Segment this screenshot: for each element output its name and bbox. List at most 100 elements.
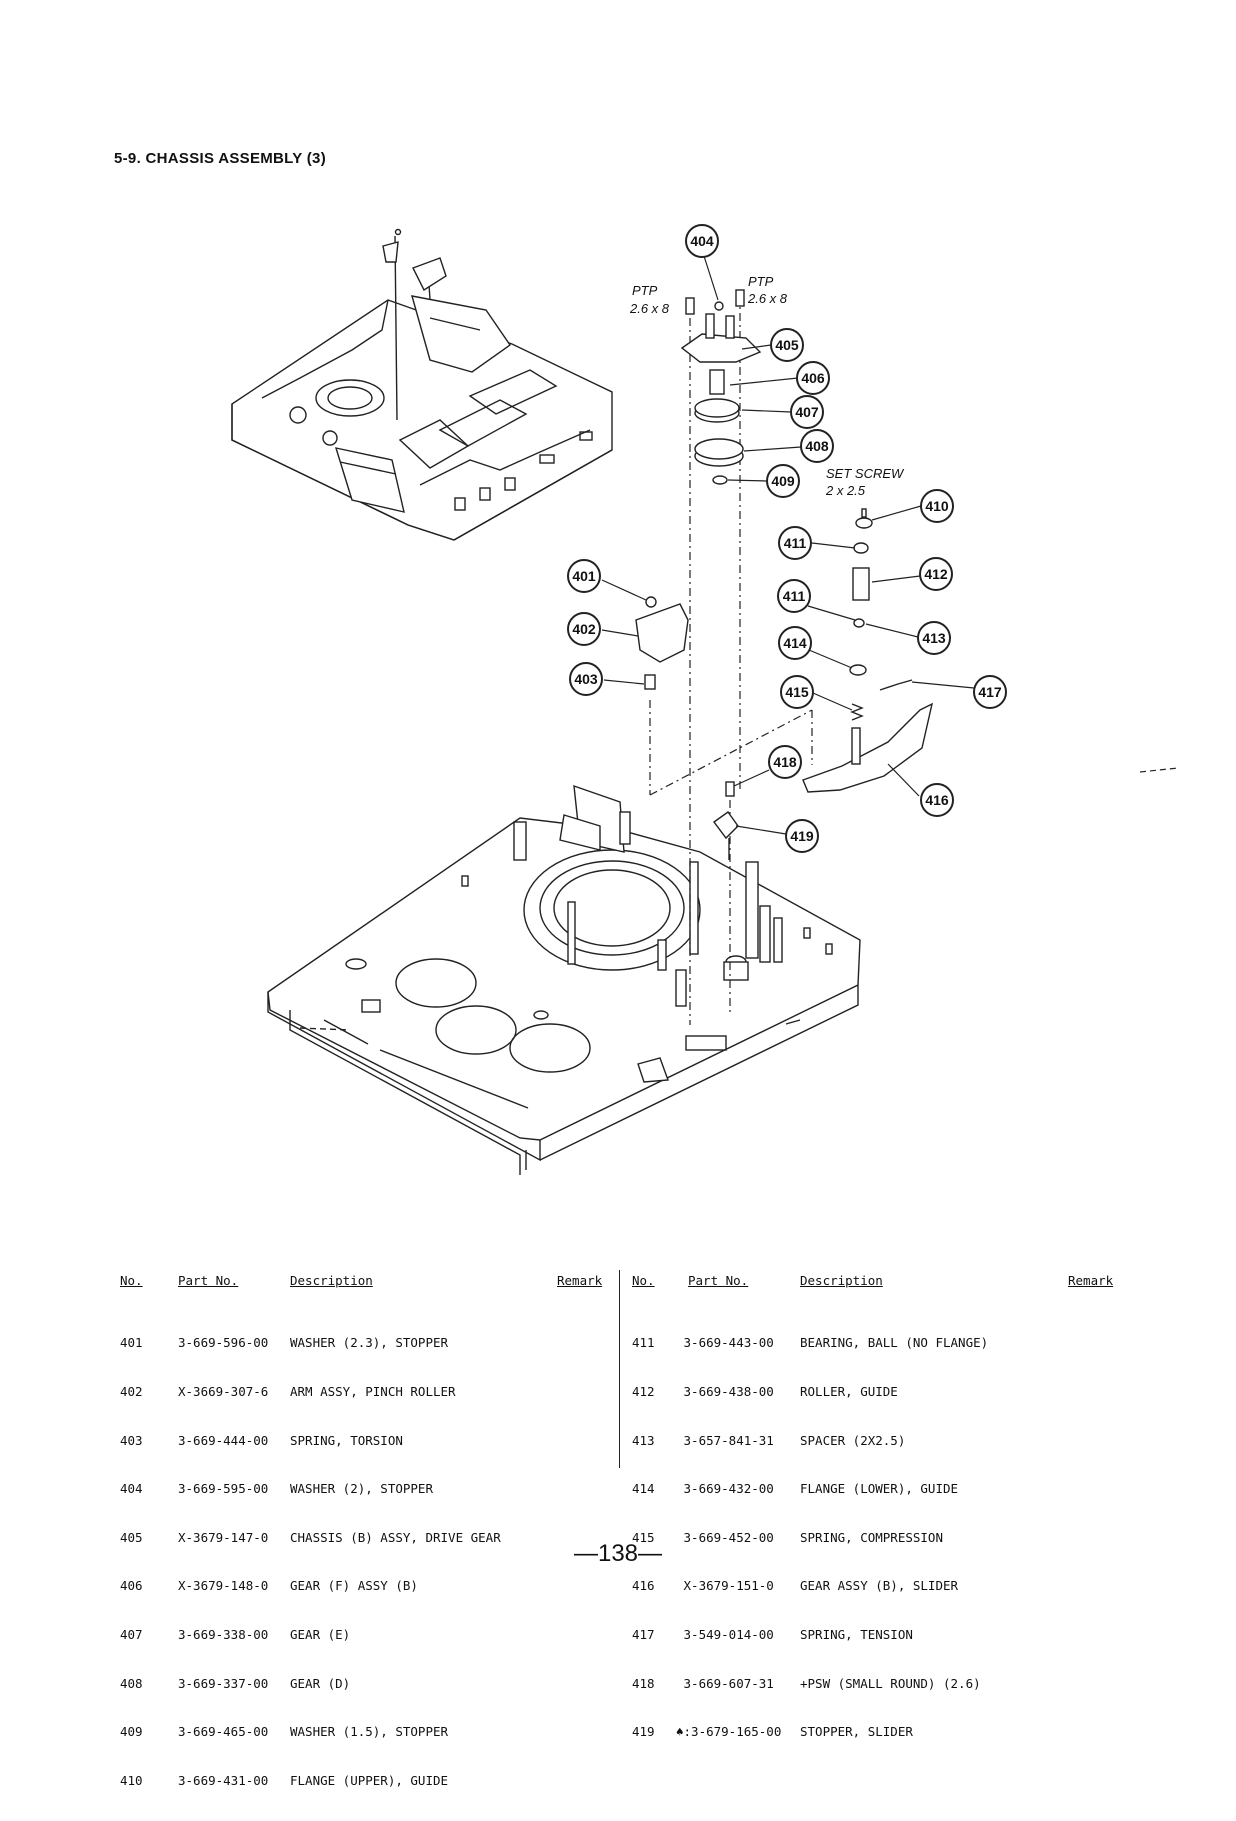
table-cell: 419 [632,1724,655,1740]
table-cell: 3-669-438-00 [676,1384,774,1399]
parts-list-left: No. Part No. Description Remark 401 402 … [120,1273,615,1788]
callout-label: 410 [925,498,949,514]
screw-notes: PTP 2.6 x 8 PTP 2.6 x 8 SET SCREW 2 x 2.… [629,274,905,498]
callout-label: 411 [783,588,806,604]
callout-label: 413 [922,630,946,646]
callout-label: 406 [801,370,825,386]
drive-gear-stack [635,289,934,860]
table-cell: 3-669-443-00 [676,1335,774,1351]
callout-label: 411 [784,535,807,551]
header-description: Description [290,1273,373,1288]
table-cell: WASHER (2.3), STOPPER [290,1335,449,1351]
table-cell: FLANGE (LOWER), GUIDE [800,1481,959,1497]
table-cell: SPRING, TORSION [290,1432,403,1448]
callout-circles: 404 405 406 407 408 409 410 411 412 411 … [567,224,1007,853]
table-cell: WASHER (1.5), STOPPER [290,1724,449,1740]
ptp-left-size: 2.6 x 8 [629,301,670,316]
table-cell: ♠:3-679-165-00 [676,1724,782,1740]
table-cell: 414 [632,1481,655,1497]
parts-list-right: No. Part No. Description Remark 411 412 … [632,1273,1132,1739]
ptp-left-label: PTP [632,283,658,298]
callout-417: 417 [973,675,1007,709]
header-part-no: Part No. [178,1273,239,1288]
table-cell: X-3679-147-0 [178,1529,269,1545]
header-remark: Remark [1068,1273,1114,1288]
table-cell: FLANGE (UPPER), GUIDE [290,1772,449,1788]
table-cell: 3-669-338-00 [178,1626,269,1642]
table-cell: 407 [120,1626,143,1642]
callout-411b: 411 [777,579,811,613]
table-cell: 417 [632,1626,655,1642]
table-cell: 418 [632,1675,655,1691]
callout-leaders [601,255,1179,835]
table-cell: 3-669-465-00 [178,1724,269,1740]
table-cell: 3-657-841-31 [676,1432,774,1448]
table-cell: X-3679-148-0 [178,1578,269,1594]
callout-403: 403 [569,662,603,696]
table-cell: 3-669-337-00 [178,1675,269,1691]
table-cell: 3-669-595-00 [178,1481,269,1497]
table-cell: 3-669-431-00 [178,1772,269,1788]
table-cell: BEARING, BALL (NO FLANGE) [800,1335,989,1351]
callout-414: 414 [778,626,812,660]
callout-label: 414 [783,635,807,651]
table-cell: 411 [632,1335,655,1351]
callout-406: 406 [796,361,830,395]
table-cell: 401 [120,1335,143,1351]
table-cell: GEAR (D) [290,1675,351,1691]
table-divider [619,1270,620,1468]
table-cell: 409 [120,1724,143,1740]
table-cell: 3-669-444-00 [178,1432,269,1448]
table-cell: ROLLER, GUIDE [800,1384,898,1399]
callout-410: 410 [920,489,954,523]
table-cell: 415 [632,1529,655,1545]
main-chassis-drawing [267,784,861,1175]
callout-407: 407 [790,395,824,429]
callout-419: 419 [785,819,819,853]
table-cell: SPRING, COMPRESSION [800,1529,943,1545]
column-description: BEARING, BALL (NO FLANGE) ROLLER, GUIDE … [800,1303,988,1773]
callout-label: 403 [574,671,598,687]
callout-label: 416 [925,792,949,808]
callout-413: 413 [917,621,951,655]
table-cell: 404 [120,1481,143,1497]
callout-label: 409 [771,473,795,489]
table-cell: 412 [632,1384,655,1399]
header-no: No. [632,1273,655,1288]
ptp-right-size: 2.6 x 8 [747,291,788,306]
callout-415: 415 [780,675,814,709]
table-cell: STOPPER, SLIDER [800,1724,913,1740]
table-cell: CHASSIS (B) ASSY, DRIVE GEAR [290,1529,501,1545]
table-cell: X-3669-307-6 [178,1384,269,1399]
table-cell: 3-549-014-00 [676,1626,774,1642]
header-part-no: Part No. [688,1273,749,1288]
table-cell: 403 [120,1432,143,1448]
callout-label: 412 [924,566,948,582]
table-cell: 3-669-432-00 [676,1481,774,1497]
callout-405: 405 [770,328,804,362]
table-cell: 408 [120,1675,143,1691]
header-no: No. [120,1273,143,1288]
callout-label: 405 [775,337,799,353]
callout-404: 404 [685,224,719,258]
table-cell: 3-669-596-00 [178,1335,269,1351]
table-cell: 3-669-452-00 [676,1529,774,1545]
callout-label: 417 [978,684,1002,700]
table-cell: WASHER (2), STOPPER [290,1481,433,1497]
table-cell: 402 [120,1384,143,1399]
table-cell: 416 [632,1578,655,1594]
exploded-view-diagram: 404 405 406 407 408 409 410 411 412 411 … [231,224,1179,1175]
table-cell: GEAR (F) ASSY (B) [290,1578,418,1594]
callout-409: 409 [766,464,800,498]
table-cell: ARM ASSY, PINCH ROLLER [290,1384,456,1399]
table-cell: SPRING, TENSION [800,1626,913,1642]
callout-416: 416 [920,783,954,817]
table-cell: SPACER (2X2.5) [800,1432,906,1448]
table-cell: 413 [632,1432,655,1448]
set-screw-label: SET SCREW [826,466,905,481]
callout-418: 418 [768,745,802,779]
table-cell: 410 [120,1772,143,1788]
table-cell: X-3679-151-0 [676,1578,774,1594]
callout-label: 401 [572,568,596,584]
table-cell: 405 [120,1529,143,1545]
